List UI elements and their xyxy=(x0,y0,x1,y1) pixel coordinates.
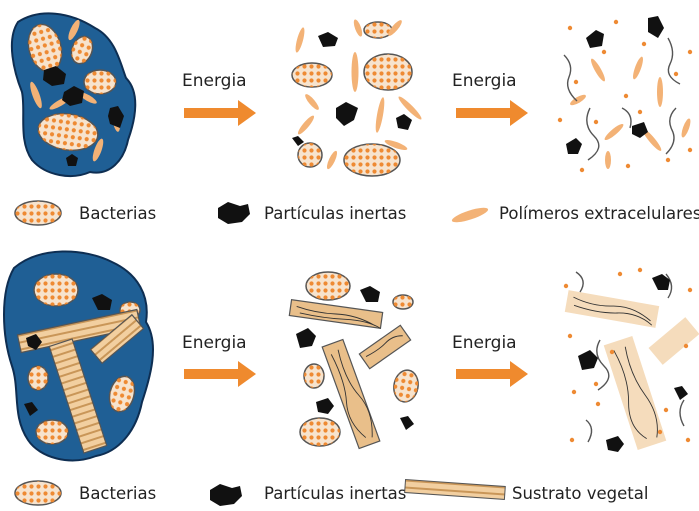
legend-polymer-label: Polímeros extracelulares xyxy=(499,204,699,223)
top-arrow-2-label: Energia xyxy=(452,71,517,91)
bottom-row: Energia xyxy=(4,251,699,460)
bottom-floc-intact xyxy=(4,251,153,460)
legend-bacteria-label-bottom: Bacterias xyxy=(79,484,156,503)
top-floc-dispersed xyxy=(292,18,423,176)
top-floc-intact xyxy=(12,13,135,176)
bottom-legend: Bacterias Partículas inertas Sustrato ve… xyxy=(15,480,648,506)
legend-inert-label: Partículas inertas xyxy=(264,204,406,223)
legend-polymer-icon xyxy=(451,205,490,225)
legend-inert-icon-bottom xyxy=(210,484,242,506)
legend-plant-icon xyxy=(405,480,506,500)
legend-inert-label-bottom: Partículas inertas xyxy=(264,484,406,503)
bottom-fragment-plant xyxy=(565,290,699,450)
bottom-arrow-2-label: Energia xyxy=(452,333,517,353)
bottom-arrow-1-label: Energia xyxy=(182,333,247,353)
bottom-floc-dispersed xyxy=(289,272,420,449)
bottom-arrow-2: Energia xyxy=(452,333,528,387)
bottom-arrow-1: Energia xyxy=(182,333,256,387)
legend-bacteria-icon-bottom xyxy=(15,481,61,505)
bottom-floc-fully-dispersed xyxy=(564,268,699,452)
top-arrow-1-label: Energia xyxy=(182,71,247,91)
legend-inert-icon xyxy=(218,202,250,224)
legend-plant-label: Sustrato vegetal xyxy=(512,484,648,503)
legend-bacteria-label: Bacterias xyxy=(79,204,156,223)
top-row: Energia xyxy=(12,13,692,176)
top-arrow-1: Energia xyxy=(182,71,256,126)
top-legend: Bacterias Partículas inertas Polímeros e… xyxy=(15,201,699,225)
top-fragment-polymers xyxy=(569,56,693,169)
top-floc-fully-dispersed xyxy=(558,16,692,172)
legend-bacteria-icon xyxy=(15,201,61,225)
top-arrow-2: Energia xyxy=(452,71,528,126)
